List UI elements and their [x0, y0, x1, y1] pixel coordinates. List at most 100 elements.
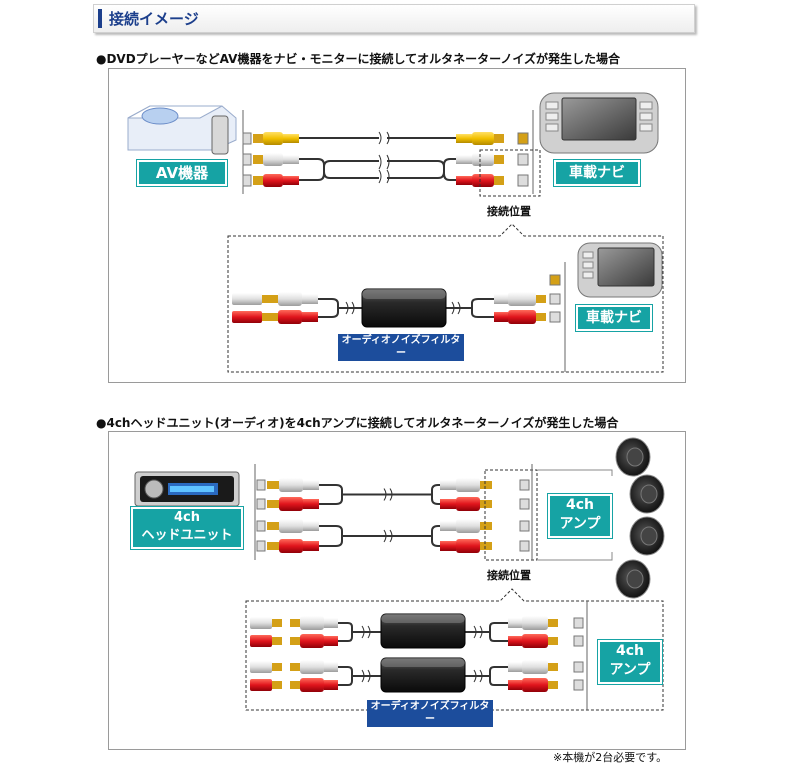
dvd-player-icon: [127, 105, 237, 155]
cables-section1: [299, 137, 456, 181]
plug-pin: [272, 681, 282, 689]
cable: [319, 494, 440, 505]
jack: [519, 498, 530, 510]
plug: [300, 634, 324, 648]
cable: [465, 622, 508, 642]
noise-filter-device: [361, 288, 447, 328]
plug-boot: [324, 636, 338, 646]
plug-pin: [272, 663, 282, 671]
amp-zoom-label-line1: 4ch: [615, 643, 644, 659]
plug: [279, 478, 303, 492]
plug: [300, 616, 324, 630]
cable: [465, 666, 508, 686]
speaker-icon: [629, 516, 665, 556]
right-plugs: [456, 132, 504, 187]
plug-pin: [480, 481, 492, 489]
speaker-icon: [629, 474, 665, 514]
plug-pin: [480, 500, 492, 508]
plug: [250, 635, 272, 647]
plug-boot: [440, 499, 456, 509]
zoom-left-plugs: [232, 292, 318, 324]
plug: [250, 679, 272, 691]
section1-caption: ●DVDプレーヤーなどAV機器をナビ・モニターに接続してオルタネーターノイズが発…: [96, 52, 621, 66]
plug-pin: [480, 542, 492, 550]
jack: [573, 679, 584, 691]
cable-break-marks: [378, 131, 390, 184]
av-output-jacks: [242, 132, 252, 187]
head-unit-label-line1: 4ch: [173, 510, 200, 525]
header-accent-bar: [98, 9, 102, 28]
car-navi-label: 車載ナビ: [554, 160, 640, 186]
jack: [573, 617, 584, 629]
plug-boot: [440, 541, 456, 551]
jack: [573, 661, 584, 673]
noise-filter-device-1: [380, 613, 466, 649]
filter-name: オーディオノイズフィルター: [341, 335, 461, 359]
plug: [250, 617, 272, 629]
plug: [279, 497, 303, 511]
head-unit-icon: [134, 471, 240, 507]
jack: [256, 479, 266, 491]
plug-boot: [324, 662, 338, 672]
plug-pin: [548, 681, 558, 689]
plug-boot: [303, 480, 319, 490]
plug-pin: [290, 681, 300, 689]
zoom-break-right: [451, 301, 461, 315]
cable: [319, 525, 440, 537]
zoom-box-section1: [227, 223, 664, 373]
cable: [319, 536, 440, 547]
plug: [456, 497, 480, 511]
amp-zoom-label: 4ch アンプ: [598, 640, 662, 684]
plug-pin: [548, 637, 558, 645]
filter-label-section1: オーディオノイズフィルター ANF98: [338, 334, 464, 372]
plug: [300, 678, 324, 692]
cable-break: [473, 669, 483, 683]
cable-break: [361, 669, 371, 683]
jack: [573, 635, 584, 647]
nav-input-jacks: [517, 132, 529, 187]
jack: [256, 498, 266, 510]
connection-position-label: 接続位置: [487, 205, 531, 218]
plug: [522, 660, 548, 674]
cable: [338, 622, 381, 642]
plug-boot: [303, 499, 319, 509]
plug-pin: [267, 481, 279, 489]
plug-pin: [290, 663, 300, 671]
jack: [519, 520, 530, 532]
plug: [279, 539, 303, 553]
av-device-label: AV機器: [137, 160, 227, 186]
section-header: 接続イメージ: [93, 4, 695, 33]
noise-filter-device-2: [380, 657, 466, 693]
car-navi-zoom-label: 車載ナビ: [576, 305, 652, 331]
cable: [338, 666, 381, 686]
filter-model-2: ANF98: [411, 727, 449, 738]
speaker-icons: [615, 437, 665, 599]
jack: [519, 479, 530, 491]
plug-boot: [440, 521, 456, 531]
connection-position-label-2: 接続位置: [487, 569, 531, 582]
left-plugs: [253, 132, 299, 187]
plug-boot: [508, 680, 522, 690]
zoom-car-navi-icon: [577, 242, 663, 298]
plug-pin: [267, 500, 279, 508]
plug-boot: [508, 662, 522, 672]
head-unit-label: 4ch ヘッドユニット: [131, 507, 243, 549]
plug-pin: [272, 637, 282, 645]
cable-break: [361, 625, 371, 639]
zoom-break-left: [345, 301, 355, 315]
speaker-icon: [615, 559, 651, 599]
plug: [250, 661, 272, 673]
plug-pin: [548, 619, 558, 627]
cable: [319, 484, 440, 496]
section2-caption: ●4chヘッドユニット(オーディオ)を4chアンプに接続してオルタネーターノイズ…: [96, 416, 619, 430]
jack: [256, 540, 266, 552]
plug-boot: [324, 680, 338, 690]
plug: [279, 519, 303, 533]
plug-pin: [548, 663, 558, 671]
jack: [256, 520, 266, 532]
zoom-right-plugs: [494, 274, 561, 324]
cable-break: [473, 625, 483, 639]
plug-pin: [267, 542, 279, 550]
header-title: 接続イメージ: [109, 10, 199, 28]
